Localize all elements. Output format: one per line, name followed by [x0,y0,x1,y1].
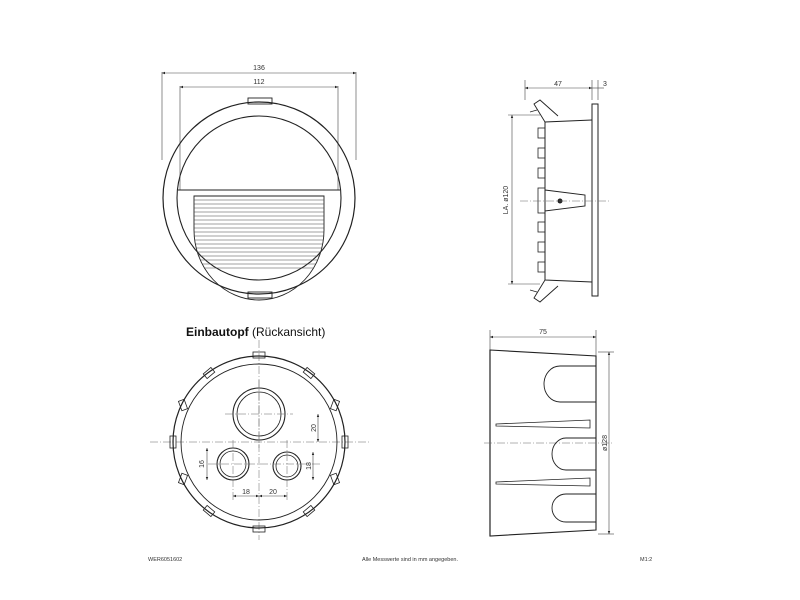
dim-hole-left: 16 [199,460,206,468]
dim-box-depth: 75 [539,329,547,336]
dim-side-height: LA. ø120 [503,186,510,215]
dim-front-inner: 112 [253,79,264,86]
dim-spacing-left: 18 [242,489,250,496]
back-view: Einbautopf (Rückansicht) [150,325,370,540]
footer: WER6051602 Alle Messwerte sind in mm ang… [148,557,652,563]
box-side-view: 75 ø128 [484,329,614,537]
dim-front-outer: 136 [253,65,265,72]
dim-hole-offset: 20 [311,424,318,432]
article-number: WER6051602 [148,557,182,563]
grille-lines [194,199,324,269]
outer-tabs [169,351,349,533]
section-title-bold: Einbautopf [186,325,250,339]
dim-side-flange: 3 [603,81,607,88]
scale-label: M1:2 [640,557,652,563]
section-title-normal: (Rückansicht) [249,325,326,339]
dim-side-depth: 47 [554,81,562,88]
front-view: 136 112 [161,65,357,301]
dim-spacing-right: 20 [269,489,277,496]
dim-hole-right: 18 [306,462,313,470]
side-view: 47 3 LA. ø120 [503,80,610,303]
measurement-note: Alle Messwerte sind in mm angegeben. [362,557,458,563]
section-title: Einbautopf (Rückansicht) [186,325,325,339]
